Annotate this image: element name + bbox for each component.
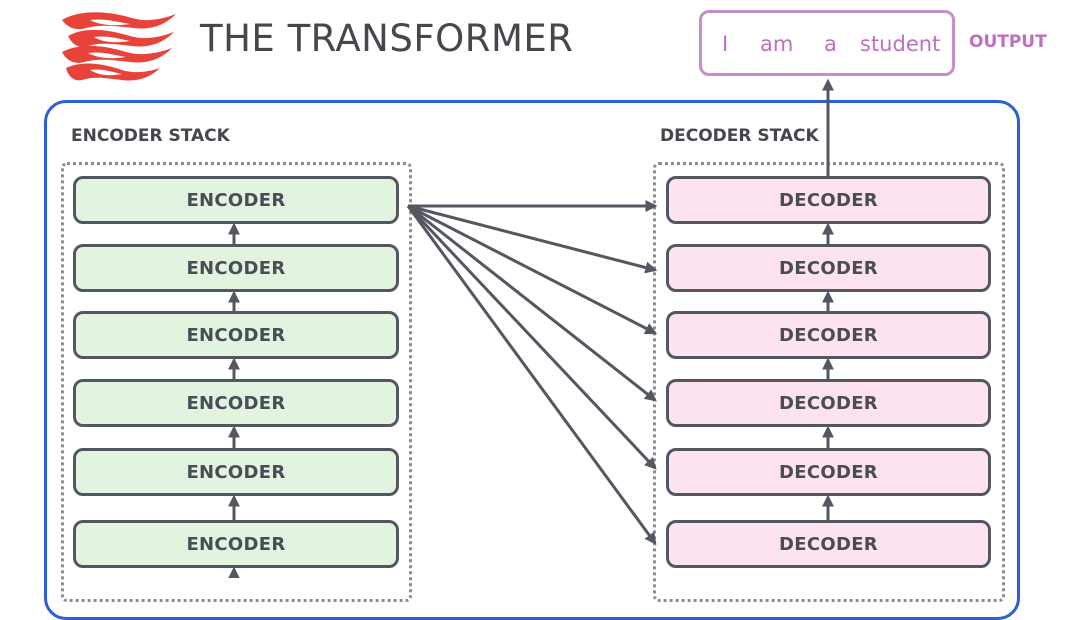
decoder-block: DECODER (666, 176, 991, 224)
output-label: OUTPUT (969, 32, 1047, 52)
encoder-block: ENCODER (73, 379, 399, 427)
encoder-block: ENCODER (73, 244, 399, 292)
encoder-stack-label: ENCODER STACK (71, 126, 230, 146)
encoder-block: ENCODER (73, 520, 399, 568)
decoder-block: DECODER (666, 448, 991, 496)
output-word: student (860, 32, 941, 56)
output-word: a (824, 32, 837, 56)
output-word: I (722, 32, 729, 56)
encoder-block: ENCODER (73, 448, 399, 496)
decoder-block: DECODER (666, 379, 991, 427)
page-title: THE TRANSFORMER (200, 17, 574, 60)
decoder-block: DECODER (666, 520, 991, 568)
decoder-block: DECODER (666, 311, 991, 359)
output-box: I am a student (699, 10, 955, 76)
decoder-stack-label: DECODER STACK (660, 126, 819, 146)
output-word: am (760, 32, 794, 56)
flame-logo-icon (62, 12, 176, 81)
encoder-block: ENCODER (73, 311, 399, 359)
decoder-block: DECODER (666, 244, 991, 292)
encoder-block: ENCODER (73, 176, 399, 224)
